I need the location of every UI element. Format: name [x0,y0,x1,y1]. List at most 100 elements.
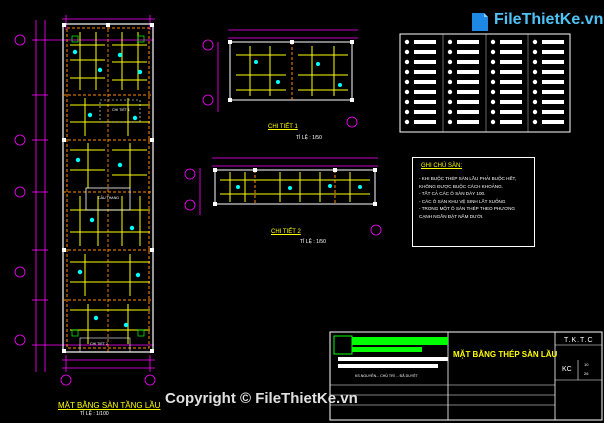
detail-1-scale: TỈ LỆ : 1/50 [296,135,322,141]
table-text-block [500,40,522,44]
note-item: - TRONG MỘT Ô SÀN THÉP THEO PHƯƠNG [419,206,516,212]
note-item: KHÔNG ĐƯỢC BUỘC CÁCH KHOẢNG. [419,183,503,189]
table-text-block [457,110,479,114]
table-text-block [414,120,436,124]
plan-scale: TỈ LỆ : 1/100 [80,411,109,417]
table-symbol [532,49,538,55]
plan-detail-label-2: CHI TIẾT 2 [90,342,108,346]
table-symbol [447,109,453,115]
table-symbol [490,119,496,125]
table-symbol [404,89,410,95]
table-text-block [500,80,522,84]
table-symbol [447,49,453,55]
note-item: - CÁC Ô SÀN KHU VỆ SINH LẤT XUỐNG [419,198,506,204]
table-text-block [457,90,479,94]
detail-2-drawing [184,157,382,236]
watermark-copyright: Copyright © FileThietKe.vn [165,390,358,407]
title-block [329,331,603,421]
table-symbol [447,69,453,75]
table-text-block [542,90,564,94]
tktc-label: T.K.T.C [564,337,594,344]
table-text-block [542,100,564,104]
table-text-block [542,110,564,114]
detail-1-title: CHI TIẾT 1 [268,124,298,130]
table-symbol [532,99,538,105]
table-symbol [490,39,496,45]
table-symbol [404,119,410,125]
table-symbol [490,59,496,65]
plan-title: MẶT BẰNG SÀN TẦNG LẦU [58,401,161,410]
detail-2-scale: TỈ LỆ : 1/50 [300,239,326,245]
table-text-block [542,60,564,64]
table-symbol [490,99,496,105]
table-symbol [404,69,410,75]
table-symbol [447,39,453,45]
table-symbol [404,39,410,45]
table-symbol [532,39,538,45]
table-text-block [500,70,522,74]
table-text-block [542,70,564,74]
table-symbol [490,49,496,55]
plan-stair-label: CẦU THANG [98,196,120,200]
table-text-block [500,50,522,54]
table-symbol [404,59,410,65]
table-text-block [500,120,522,124]
table-text-block [542,80,564,84]
watermark-brand: FileThietKe.vn [494,11,604,28]
notes-title: GHI CHÚ SÀN: [421,163,463,169]
table-symbol [490,89,496,95]
table-symbol [404,99,410,105]
table-symbol [447,89,453,95]
table-text-block [457,40,479,44]
table-text-block [414,40,436,44]
table-text-block [500,100,522,104]
table-text-block [414,70,436,74]
table-text-block [457,120,479,124]
table-symbol [404,109,410,115]
notes-list: - KHI BUỘC THÉP SÀN LẦU PHẢI BUỘC HẾT, K… [419,175,531,221]
logo-icon [472,13,488,31]
table-symbol [447,119,453,125]
note-item: CẠNH NGẮN ĐẶT NẰM DƯỚI. [419,213,484,219]
table-text-block [500,60,522,64]
table-text-block [414,80,436,84]
table-symbol [490,79,496,85]
table-text-block [457,50,479,54]
table-text-block [542,40,564,44]
note-item: - KHI BUỘC THÉP SÀN LẦU PHẢI BUỘC HẾT, [419,176,517,181]
watermark-logo: FileThietKe.vn [470,11,603,35]
table-symbol [532,89,538,95]
table-symbol [532,119,538,125]
table-symbol [532,79,538,85]
table-symbol [532,109,538,115]
floor-plan [14,15,156,386]
drawing-code: KC [562,366,572,373]
table-symbol [404,49,410,55]
table-symbol [447,99,453,105]
table-text-block [542,50,564,54]
table-text-block [414,90,436,94]
table-text-block [500,90,522,94]
table-text-block [457,70,479,74]
table-symbol [532,59,538,65]
table-text-block [414,110,436,114]
sheet-number: 10 [584,362,589,367]
detail-2-title: CHI TIẾT 2 [271,229,301,235]
detail-1-drawing [202,29,358,128]
table-text-block [542,120,564,124]
table-symbol [532,69,538,75]
table-text-block [500,110,522,114]
table-text-block [457,100,479,104]
slab-schedule-table [399,33,571,133]
table-text-block [414,100,436,104]
table-text-block [414,60,436,64]
table-symbol [404,79,410,85]
notes-box: GHI CHÚ SÀN: - KHI BUỘC THÉP SÀN LẦU PHẢ… [412,157,535,247]
sheet-total: 26 [584,371,589,376]
table-symbol [447,59,453,65]
table-text-block [457,60,479,64]
table-text-block [457,80,479,84]
note-item: - TẤT CẢ CÁC Ô SÀN DÀY 100. [419,191,486,197]
